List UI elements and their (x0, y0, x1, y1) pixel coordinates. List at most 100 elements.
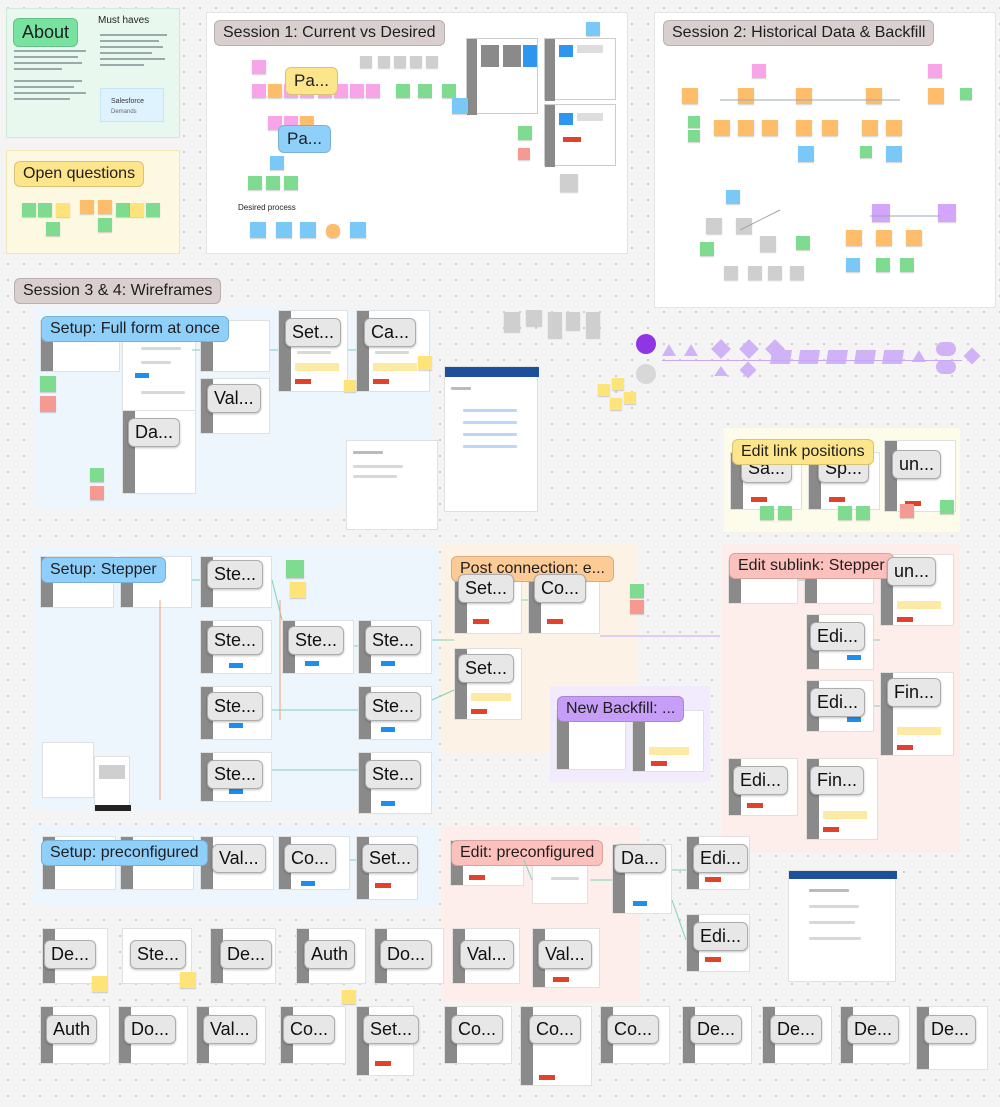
sticky-note[interactable] (276, 222, 292, 238)
sticky-note[interactable] (790, 266, 804, 280)
sticky-note[interactable] (738, 120, 754, 136)
sticky-note[interactable] (598, 384, 610, 396)
sticky-note[interactable] (22, 203, 36, 217)
sticky-note[interactable] (798, 146, 814, 162)
wireframe-chip[interactable]: Ste... (365, 760, 422, 789)
wireframe-chip[interactable]: Set... (362, 844, 419, 873)
screenshot-frame[interactable] (444, 366, 539, 512)
session2-label[interactable]: Session 2: Historical Data & Backfill (663, 20, 935, 46)
sticky-note[interactable] (682, 88, 698, 104)
wireframe-chip[interactable]: Ste... (288, 626, 345, 655)
sticky-note[interactable] (248, 176, 262, 190)
sticky-note[interactable] (80, 200, 94, 214)
sticky-note[interactable] (886, 120, 902, 136)
session1-chip-a[interactable]: Pa... (285, 67, 338, 95)
sticky-note[interactable] (940, 500, 954, 514)
wireframe-chip[interactable]: Co... (534, 574, 587, 603)
about-label[interactable]: About (13, 18, 79, 47)
sticky-note[interactable] (350, 222, 366, 238)
wireframe-chip[interactable]: Ste... (207, 692, 264, 721)
sticky-note[interactable] (252, 60, 266, 74)
wireframe-chip[interactable]: Auth (304, 940, 356, 969)
wireframe-chip[interactable]: Edi... (810, 622, 866, 651)
wireframe-chip[interactable]: Co... (283, 1015, 336, 1044)
wireframe-chip[interactable]: Set... (458, 654, 515, 683)
sticky-note[interactable] (860, 146, 872, 158)
sticky-note[interactable] (872, 204, 890, 222)
sticky-note[interactable] (938, 204, 956, 222)
wireframe-chip[interactable]: Edi... (733, 766, 789, 795)
sticky-note[interactable] (752, 64, 766, 78)
wireframe-chip[interactable]: Do... (124, 1015, 177, 1044)
wireframe-chip[interactable]: un... (892, 450, 942, 479)
sticky-note[interactable] (862, 120, 878, 136)
screenshot-frame[interactable] (788, 870, 897, 982)
wireframe-chip[interactable]: Edi... (693, 922, 749, 951)
wireframe-chip[interactable]: Co... (451, 1015, 504, 1044)
sticky-note[interactable] (586, 22, 600, 36)
wireframe-chip[interactable]: un... (887, 557, 937, 586)
sticky-note[interactable] (866, 88, 882, 104)
wireframe-chip[interactable]: Co... (607, 1015, 660, 1044)
wireframe-chip[interactable]: De... (690, 1015, 743, 1044)
sticky-note[interactable] (526, 310, 542, 326)
sticky-note[interactable] (344, 380, 356, 392)
sticky-note[interactable] (442, 84, 456, 98)
sticky-note[interactable] (46, 222, 60, 236)
preconfigured-label[interactable]: Setup: preconfigured (41, 840, 208, 866)
sticky-note[interactable] (130, 203, 144, 217)
wireframe-chip[interactable]: Val... (538, 940, 592, 969)
wireframe-chip[interactable]: Ste... (207, 626, 264, 655)
mobile-mock[interactable] (42, 742, 94, 798)
sticky-note[interactable] (762, 120, 778, 136)
sticky-note[interactable] (394, 56, 406, 68)
sticky-note[interactable] (518, 126, 532, 140)
sticky-note[interactable] (548, 312, 562, 338)
sticky-note[interactable] (760, 506, 774, 520)
sticky-note[interactable] (700, 242, 714, 256)
sticky-note[interactable] (268, 84, 282, 98)
wireframe-chip[interactable]: Ste... (365, 626, 422, 655)
wireframe-chip[interactable]: Co... (284, 844, 337, 873)
sticky-note[interactable] (146, 203, 160, 217)
sticky-note[interactable] (378, 56, 390, 68)
new-backfill-label[interactable]: New Backfill: ... (557, 696, 685, 722)
sticky-note[interactable] (366, 84, 380, 98)
session1-frame-c[interactable] (544, 104, 616, 167)
sticky-note[interactable] (796, 120, 812, 136)
wireframe-chip[interactable]: Val... (212, 844, 266, 873)
sticky-note[interactable] (426, 56, 438, 68)
sticky-note[interactable] (796, 88, 812, 104)
sticky-note[interactable] (418, 356, 432, 370)
wireframe-chip[interactable]: Ste... (130, 940, 187, 969)
sticky-note[interactable] (688, 130, 700, 142)
sticky-note[interactable] (706, 218, 722, 234)
sticky-note[interactable] (38, 203, 52, 217)
sticky-note[interactable] (286, 560, 304, 578)
wireframe-chip[interactable]: Val... (460, 940, 514, 969)
sticky-note[interactable] (928, 64, 942, 78)
wireframe-chip[interactable]: Set... (458, 574, 515, 603)
sticky-note[interactable] (760, 236, 776, 252)
sticky-note[interactable] (180, 972, 196, 988)
sticky-note[interactable] (724, 266, 738, 280)
sticky-note[interactable] (886, 146, 902, 162)
sticky-note[interactable] (90, 486, 104, 500)
sticky-note[interactable] (856, 506, 870, 520)
edit-link-positions-label[interactable]: Edit link positions (732, 439, 874, 465)
wireframe-chip[interactable]: Fin... (810, 766, 865, 795)
wireframe-chip[interactable]: De... (924, 1015, 977, 1044)
wireframe-chip[interactable]: Da... (128, 418, 181, 447)
wireframe-chip[interactable]: De... (770, 1015, 823, 1044)
wireframe-chip[interactable]: Ste... (207, 560, 264, 589)
sticky-note[interactable] (796, 236, 810, 250)
edit-preconfigured-label[interactable]: Edit: preconfigured (451, 840, 604, 866)
wireframe-chip[interactable]: Auth (46, 1015, 98, 1044)
open-questions-label[interactable]: Open questions (14, 161, 145, 187)
wireframe-chip[interactable]: Da... (614, 844, 667, 873)
sticky-note[interactable] (768, 266, 782, 280)
sticky-note[interactable] (504, 312, 520, 332)
wireframe-chip[interactable]: Do... (380, 940, 433, 969)
sticky-note[interactable] (56, 203, 70, 217)
sticky-note[interactable] (270, 156, 284, 170)
